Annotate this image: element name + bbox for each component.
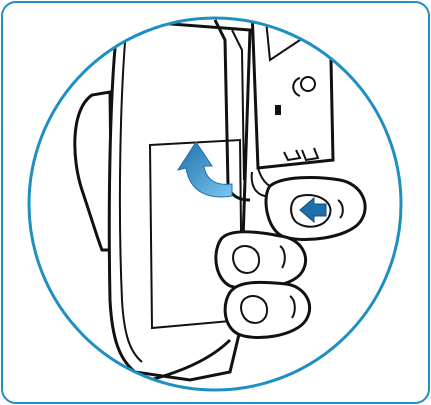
clip-slot: [275, 105, 281, 115]
finger-1: [216, 232, 306, 289]
